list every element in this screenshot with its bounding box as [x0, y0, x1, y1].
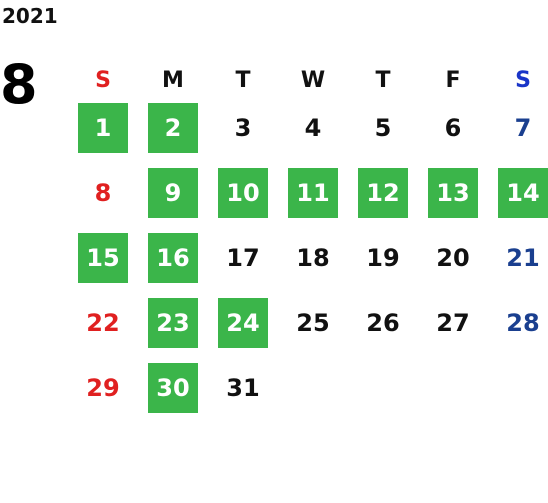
calendar-day: 6 — [444, 114, 462, 142]
calendar-day-highlighted: 30 — [148, 363, 198, 413]
calendar-day-cell: 31 — [208, 362, 278, 427]
weekday-label-sun: S — [95, 68, 111, 93]
calendar-day: 25 — [296, 309, 330, 337]
calendar-day-cell: 9 — [138, 167, 208, 232]
calendar-day-cell: 28 — [488, 297, 548, 362]
calendar-day: 26 — [366, 309, 400, 337]
calendar-day: 4 — [304, 114, 322, 142]
calendar-day: 29 — [86, 374, 120, 402]
weekday-header-cell: T — [348, 60, 418, 102]
calendar-week-row: 22 23 24 25 26 27 28 — [68, 297, 548, 362]
calendar-day-cell: 12 — [348, 167, 418, 232]
calendar-day-cell: 21 — [488, 232, 548, 297]
weekday-header-cell: W — [278, 60, 348, 102]
weekday-header-cell: S — [488, 60, 548, 102]
calendar-day-cell — [348, 362, 418, 427]
calendar-day-cell: 13 — [418, 167, 488, 232]
calendar-day: 17 — [226, 244, 260, 272]
calendar-day-cell: 15 — [68, 232, 138, 297]
calendar-day-cell: 25 — [278, 297, 348, 362]
calendar-week-row: 15 16 17 18 19 20 21 — [68, 232, 548, 297]
calendar-day-cell: 30 — [138, 362, 208, 427]
calendar-day-cell: 22 — [68, 297, 138, 362]
calendar-day-cell: 4 — [278, 102, 348, 167]
calendar-day-highlighted: 24 — [218, 298, 268, 348]
calendar-day: 31 — [226, 374, 260, 402]
calendar-day-highlighted: 10 — [218, 168, 268, 218]
calendar-day: 20 — [436, 244, 470, 272]
calendar-day-cell: 5 — [348, 102, 418, 167]
weekday-label-tue: T — [235, 68, 251, 93]
calendar-day-cell: 8 — [68, 167, 138, 232]
calendar-day-cell — [488, 362, 548, 427]
calendar-day-cell: 1 — [68, 102, 138, 167]
weekday-header-cell: M — [138, 60, 208, 102]
calendar-day: 3 — [234, 114, 252, 142]
weekday-header-cell: S — [68, 60, 138, 102]
weekday-label-mon: M — [162, 68, 184, 93]
calendar-week-row: 8 9 10 11 12 13 14 — [68, 167, 548, 232]
calendar-day: 18 — [296, 244, 330, 272]
calendar-day-highlighted: 9 — [148, 168, 198, 218]
calendar-day-cell: 14 — [488, 167, 548, 232]
weekday-label-thu: T — [375, 68, 391, 93]
weekday-header-row: S M T W T F S — [68, 60, 548, 102]
calendar-day-highlighted: 12 — [358, 168, 408, 218]
calendar-year: 2021 — [2, 4, 58, 28]
calendar-day-highlighted: 11 — [288, 168, 338, 218]
calendar-week-row: 29 30 31 — [68, 362, 548, 427]
weekday-header-cell: F — [418, 60, 488, 102]
calendar-day-highlighted: 14 — [498, 168, 548, 218]
calendar-day: 21 — [506, 244, 540, 272]
calendar-day-cell: 16 — [138, 232, 208, 297]
calendar-day-cell: 29 — [68, 362, 138, 427]
calendar-day: 5 — [374, 114, 392, 142]
weekday-label-fri: F — [445, 68, 461, 93]
weekday-header-cell: T — [208, 60, 278, 102]
calendar-day-cell: 23 — [138, 297, 208, 362]
calendar-day-cell: 19 — [348, 232, 418, 297]
calendar-day-highlighted: 16 — [148, 233, 198, 283]
calendar-day-cell: 18 — [278, 232, 348, 297]
calendar-day-cell — [278, 362, 348, 427]
calendar-day-cell: 11 — [278, 167, 348, 232]
calendar-day-cell: 6 — [418, 102, 488, 167]
calendar-day-cell: 10 — [208, 167, 278, 232]
calendar-day-cell — [418, 362, 488, 427]
calendar-day-cell: 17 — [208, 232, 278, 297]
calendar-day: 8 — [94, 179, 112, 207]
weekday-label-sat: S — [515, 68, 531, 93]
calendar-day-cell: 3 — [208, 102, 278, 167]
calendar-day-cell: 26 — [348, 297, 418, 362]
calendar-day-highlighted: 2 — [148, 103, 198, 153]
calendar-day-cell: 2 — [138, 102, 208, 167]
calendar-day-cell: 27 — [418, 297, 488, 362]
calendar-day-highlighted: 1 — [78, 103, 128, 153]
calendar-day: 22 — [86, 309, 120, 337]
calendar-day-highlighted: 23 — [148, 298, 198, 348]
weekday-label-wed: W — [300, 68, 326, 93]
calendar-month: 8 — [0, 53, 38, 116]
calendar-day: 7 — [514, 114, 532, 142]
calendar-day-cell: 20 — [418, 232, 488, 297]
calendar-day: 19 — [366, 244, 400, 272]
calendar-day: 27 — [436, 309, 470, 337]
calendar-day-highlighted: 15 — [78, 233, 128, 283]
calendar-day: 28 — [506, 309, 540, 337]
calendar-day-cell: 24 — [208, 297, 278, 362]
calendar-day-highlighted: 13 — [428, 168, 478, 218]
calendar-day-cell: 7 — [488, 102, 548, 167]
